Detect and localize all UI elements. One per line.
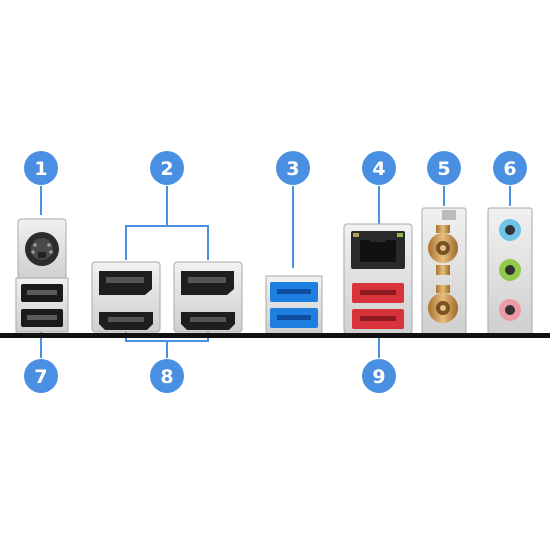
svg-text:7: 7 xyxy=(34,366,47,388)
callout-8: 8 xyxy=(150,359,184,393)
svg-text:4: 4 xyxy=(372,158,385,180)
svg-text:9: 9 xyxy=(372,366,385,388)
callout-5: 5 xyxy=(427,151,461,185)
svg-text:1: 1 xyxy=(34,158,47,180)
svg-text:5: 5 xyxy=(437,158,450,180)
wifi-antenna-stack xyxy=(421,207,467,335)
usb-3-stack xyxy=(265,275,323,335)
callout-7: 7 xyxy=(24,359,58,393)
board-baseline xyxy=(0,333,550,338)
lan-usb-stack xyxy=(343,223,413,335)
svg-text:3: 3 xyxy=(286,158,299,180)
callout-9: 9 xyxy=(362,359,396,393)
audio-jack-stack xyxy=(487,207,533,335)
svg-text:6: 6 xyxy=(503,158,516,180)
dp-hdmi-stack-right xyxy=(173,261,243,333)
callout-2: 2 xyxy=(150,151,184,185)
callout-1: 1 xyxy=(24,151,58,185)
callout-3: 3 xyxy=(276,151,310,185)
callout-4: 4 xyxy=(362,151,396,185)
ps2-usb2-stack xyxy=(15,218,69,333)
callout-6: 6 xyxy=(493,151,527,185)
svg-text:2: 2 xyxy=(160,158,173,180)
svg-text:8: 8 xyxy=(160,366,173,388)
dp-hdmi-stack-left xyxy=(91,261,161,333)
